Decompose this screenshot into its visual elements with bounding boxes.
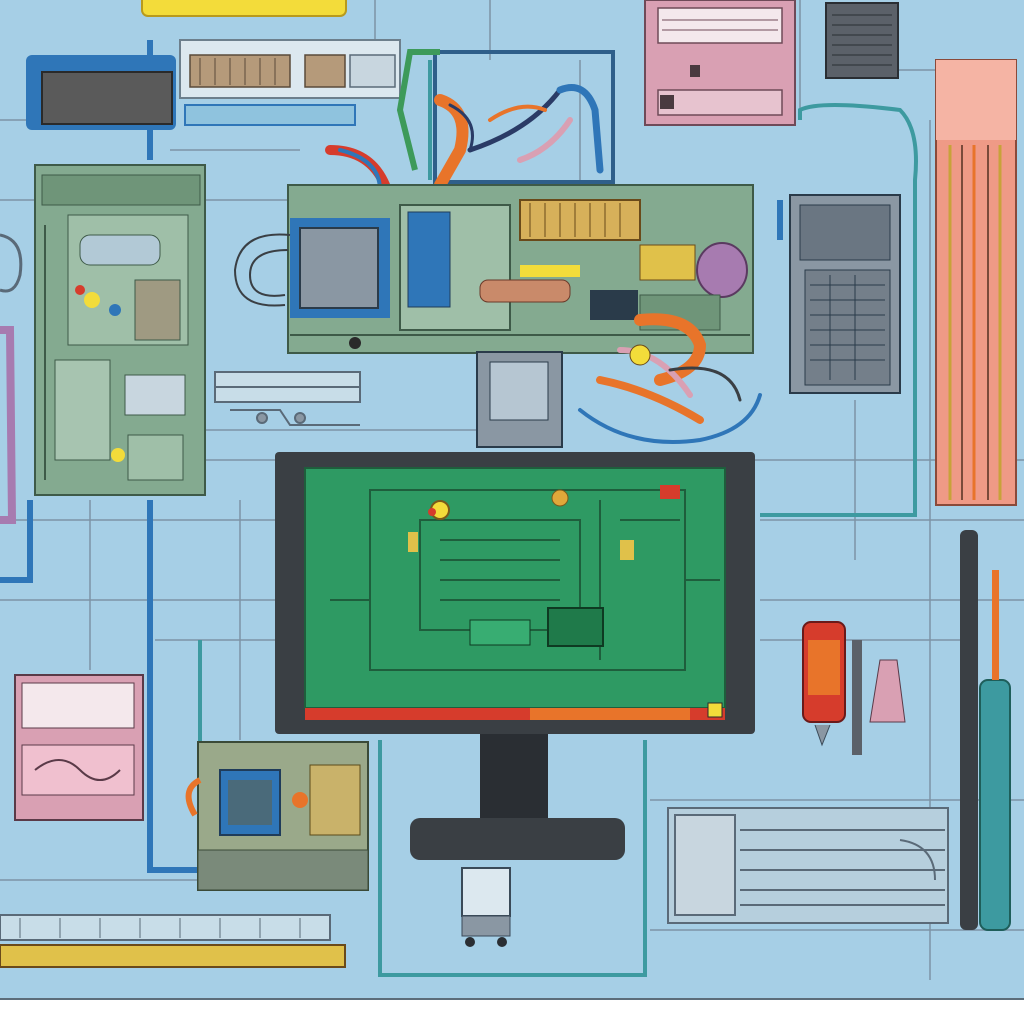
- lower-left-pink-panel: [14, 674, 144, 821]
- dark-grille-unit: [825, 2, 899, 79]
- screen-component: [408, 532, 418, 552]
- central-machine-body: [287, 184, 754, 354]
- screen-indicator-red: [428, 508, 436, 516]
- salmon-tall-panel: [935, 59, 1017, 506]
- hanging-tags: [852, 640, 906, 755]
- screen-chip: [547, 607, 604, 647]
- top-vent-panel: [179, 39, 401, 126]
- bottom-left-rails: [0, 914, 346, 968]
- screen-indicator-yellow: [551, 489, 569, 507]
- power-button[interactable]: [707, 702, 723, 718]
- small-grey-box: [476, 351, 563, 448]
- top-right-pink-panel: [644, 0, 796, 126]
- monitor-neck: [480, 734, 548, 819]
- monitor-base: [410, 818, 625, 860]
- bottom-margin-strip: [0, 1000, 1024, 1024]
- robotic-arm-top: [325, 84, 604, 192]
- cable-coil: [233, 233, 291, 307]
- robotic-arm-mid: [578, 313, 762, 444]
- small-cart: [461, 867, 511, 947]
- left-control-cabinet: [34, 164, 206, 496]
- screen-status-bar-segment: [530, 708, 690, 720]
- right-server-rack: [789, 194, 901, 394]
- screen-component: [660, 485, 680, 499]
- lower-left-machine: [185, 741, 369, 891]
- bottom-right-rack: [667, 807, 949, 924]
- screen-component: [620, 540, 634, 560]
- top-left-display-unit: [26, 55, 176, 130]
- left-edge-decor: [0, 233, 23, 524]
- main-monitor: [275, 452, 755, 860]
- red-canister: [802, 621, 846, 747]
- top-center-frame: [396, 49, 615, 184]
- top-yellow-label-strip: [141, 0, 347, 17]
- circuit-traces: [330, 489, 720, 671]
- tall-right-pillars: [960, 530, 1011, 931]
- teal-conduits: [198, 60, 918, 977]
- left-middle-shelf: [214, 371, 361, 426]
- screen-chip: [469, 619, 531, 646]
- monitor-screen: [304, 467, 726, 709]
